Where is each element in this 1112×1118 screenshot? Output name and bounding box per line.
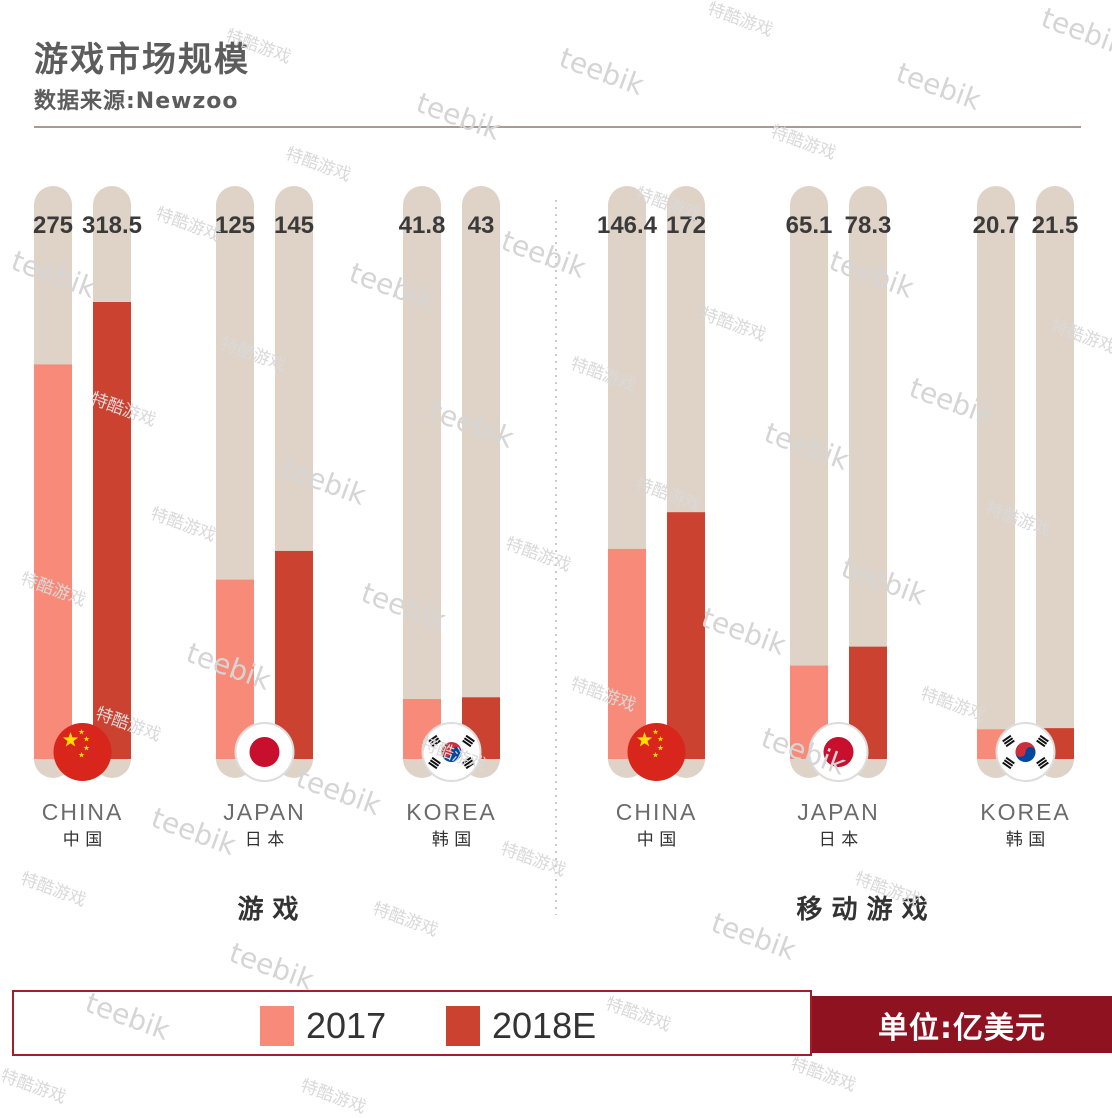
trigram-bar bbox=[1037, 759, 1048, 767]
bar-2017 bbox=[608, 548, 646, 759]
trigram bbox=[428, 734, 441, 748]
trigram bbox=[462, 756, 475, 770]
japan-sun bbox=[249, 737, 280, 767]
flag-star bbox=[652, 729, 659, 735]
trigram-bar bbox=[1005, 739, 1015, 748]
trigram bbox=[1036, 734, 1049, 748]
bar-2018e bbox=[93, 302, 131, 759]
value-label: 21.5 bbox=[1032, 212, 1079, 239]
trigram-bar bbox=[1002, 761, 1012, 770]
page-title: 游戏市场规模 bbox=[34, 40, 250, 80]
value-label: 145 bbox=[274, 212, 314, 239]
trigram-bar bbox=[1036, 756, 1046, 765]
legend-label-2018e: 2018E bbox=[492, 1005, 597, 1046]
bar-track bbox=[790, 186, 828, 778]
country-label-en: CHINA bbox=[616, 799, 698, 825]
trigram-bar bbox=[431, 739, 441, 748]
value-label: 20.7 bbox=[973, 212, 1020, 239]
taegeuk-dot bbox=[451, 747, 462, 757]
flag-star bbox=[657, 745, 664, 751]
country-label-en: JAPAN bbox=[797, 799, 879, 825]
bar-track bbox=[849, 186, 887, 778]
trigram-bar bbox=[462, 739, 472, 748]
trigram-bar bbox=[462, 756, 472, 765]
header-divider bbox=[34, 126, 1081, 128]
country-label-en: KOREA bbox=[980, 799, 1071, 825]
value-label: 275 bbox=[33, 212, 73, 239]
trigram-bar bbox=[1039, 761, 1049, 770]
trigram-bar bbox=[1003, 737, 1014, 745]
value-label: 43 bbox=[468, 212, 495, 239]
value-label: 78.3 bbox=[845, 212, 892, 239]
country-label-cn: 韩 国 bbox=[1006, 830, 1045, 850]
country-label-en: JAPAN bbox=[223, 799, 305, 825]
bar-2018e bbox=[667, 512, 705, 759]
value-label: 318.5 bbox=[82, 212, 142, 239]
taegeuk-dot bbox=[441, 747, 452, 757]
trigram-bar bbox=[1002, 734, 1012, 743]
trigram-bar bbox=[429, 759, 440, 767]
trigram-bar bbox=[1005, 756, 1015, 765]
country-label-cn: 日 本 bbox=[819, 830, 858, 850]
value-label: 146.4 bbox=[597, 212, 658, 239]
trigram-bar bbox=[465, 734, 475, 743]
country-label-cn: 韩 国 bbox=[432, 830, 471, 850]
bar-2018e bbox=[275, 550, 313, 759]
trigram bbox=[462, 734, 475, 748]
trigram-bar bbox=[428, 734, 438, 743]
unit-label: 单位:亿美元 bbox=[812, 996, 1112, 1053]
bar-track bbox=[403, 186, 441, 778]
bar-track bbox=[462, 186, 500, 778]
trigram bbox=[1002, 734, 1015, 748]
source-note: 数据来源:Newzoo bbox=[34, 89, 239, 114]
trigram-bar bbox=[1039, 734, 1049, 743]
flag-star bbox=[652, 752, 659, 758]
flag-star bbox=[83, 736, 90, 742]
taegeuk-dot bbox=[1025, 747, 1036, 757]
trigram bbox=[1036, 756, 1049, 770]
value-label: 65.1 bbox=[786, 212, 833, 239]
trigram-bar bbox=[1037, 737, 1048, 745]
bar-track bbox=[1036, 186, 1074, 778]
flag-star bbox=[83, 745, 90, 751]
country-label-cn: 中 国 bbox=[63, 830, 102, 850]
group-label: 游 戏 bbox=[237, 895, 298, 925]
flag-star bbox=[62, 732, 79, 747]
trigram-bar bbox=[428, 761, 438, 770]
trigram-bar bbox=[1003, 759, 1014, 767]
country-label-en: KOREA bbox=[406, 799, 497, 825]
country-label-en: CHINA bbox=[42, 799, 124, 825]
legend-item-2017: 2017 bbox=[260, 1005, 386, 1047]
trigram-bar bbox=[431, 756, 441, 765]
bar-2017 bbox=[34, 364, 72, 759]
trigram-bar bbox=[463, 737, 474, 745]
legend: 2017 2018E bbox=[12, 990, 812, 1056]
flag-star bbox=[657, 736, 664, 742]
taegeuk-dot bbox=[1015, 747, 1026, 757]
flag-star bbox=[636, 732, 653, 747]
country-label-cn: 日 本 bbox=[245, 830, 284, 850]
legend-item-2018e: 2018E bbox=[446, 1005, 596, 1047]
legend-swatch-2018e bbox=[446, 1006, 480, 1046]
trigram bbox=[428, 756, 441, 770]
group-label: 移 动 游 戏 bbox=[796, 895, 927, 925]
legend-swatch-2017 bbox=[260, 1006, 294, 1046]
country-label-cn: 中 国 bbox=[637, 830, 676, 850]
trigram bbox=[1002, 756, 1015, 770]
bar-track bbox=[977, 186, 1015, 778]
japan-sun bbox=[823, 737, 854, 767]
value-label: 125 bbox=[215, 212, 255, 239]
flag-star bbox=[78, 752, 85, 758]
trigram-bar bbox=[463, 759, 474, 767]
trigram-bar bbox=[429, 737, 440, 745]
value-label: 172 bbox=[666, 212, 706, 239]
flag-star bbox=[78, 729, 85, 735]
trigram-bar bbox=[1036, 739, 1046, 748]
legend-label-2017: 2017 bbox=[306, 1005, 387, 1046]
value-label: 41.8 bbox=[399, 212, 446, 239]
trigram-bar bbox=[465, 761, 475, 770]
